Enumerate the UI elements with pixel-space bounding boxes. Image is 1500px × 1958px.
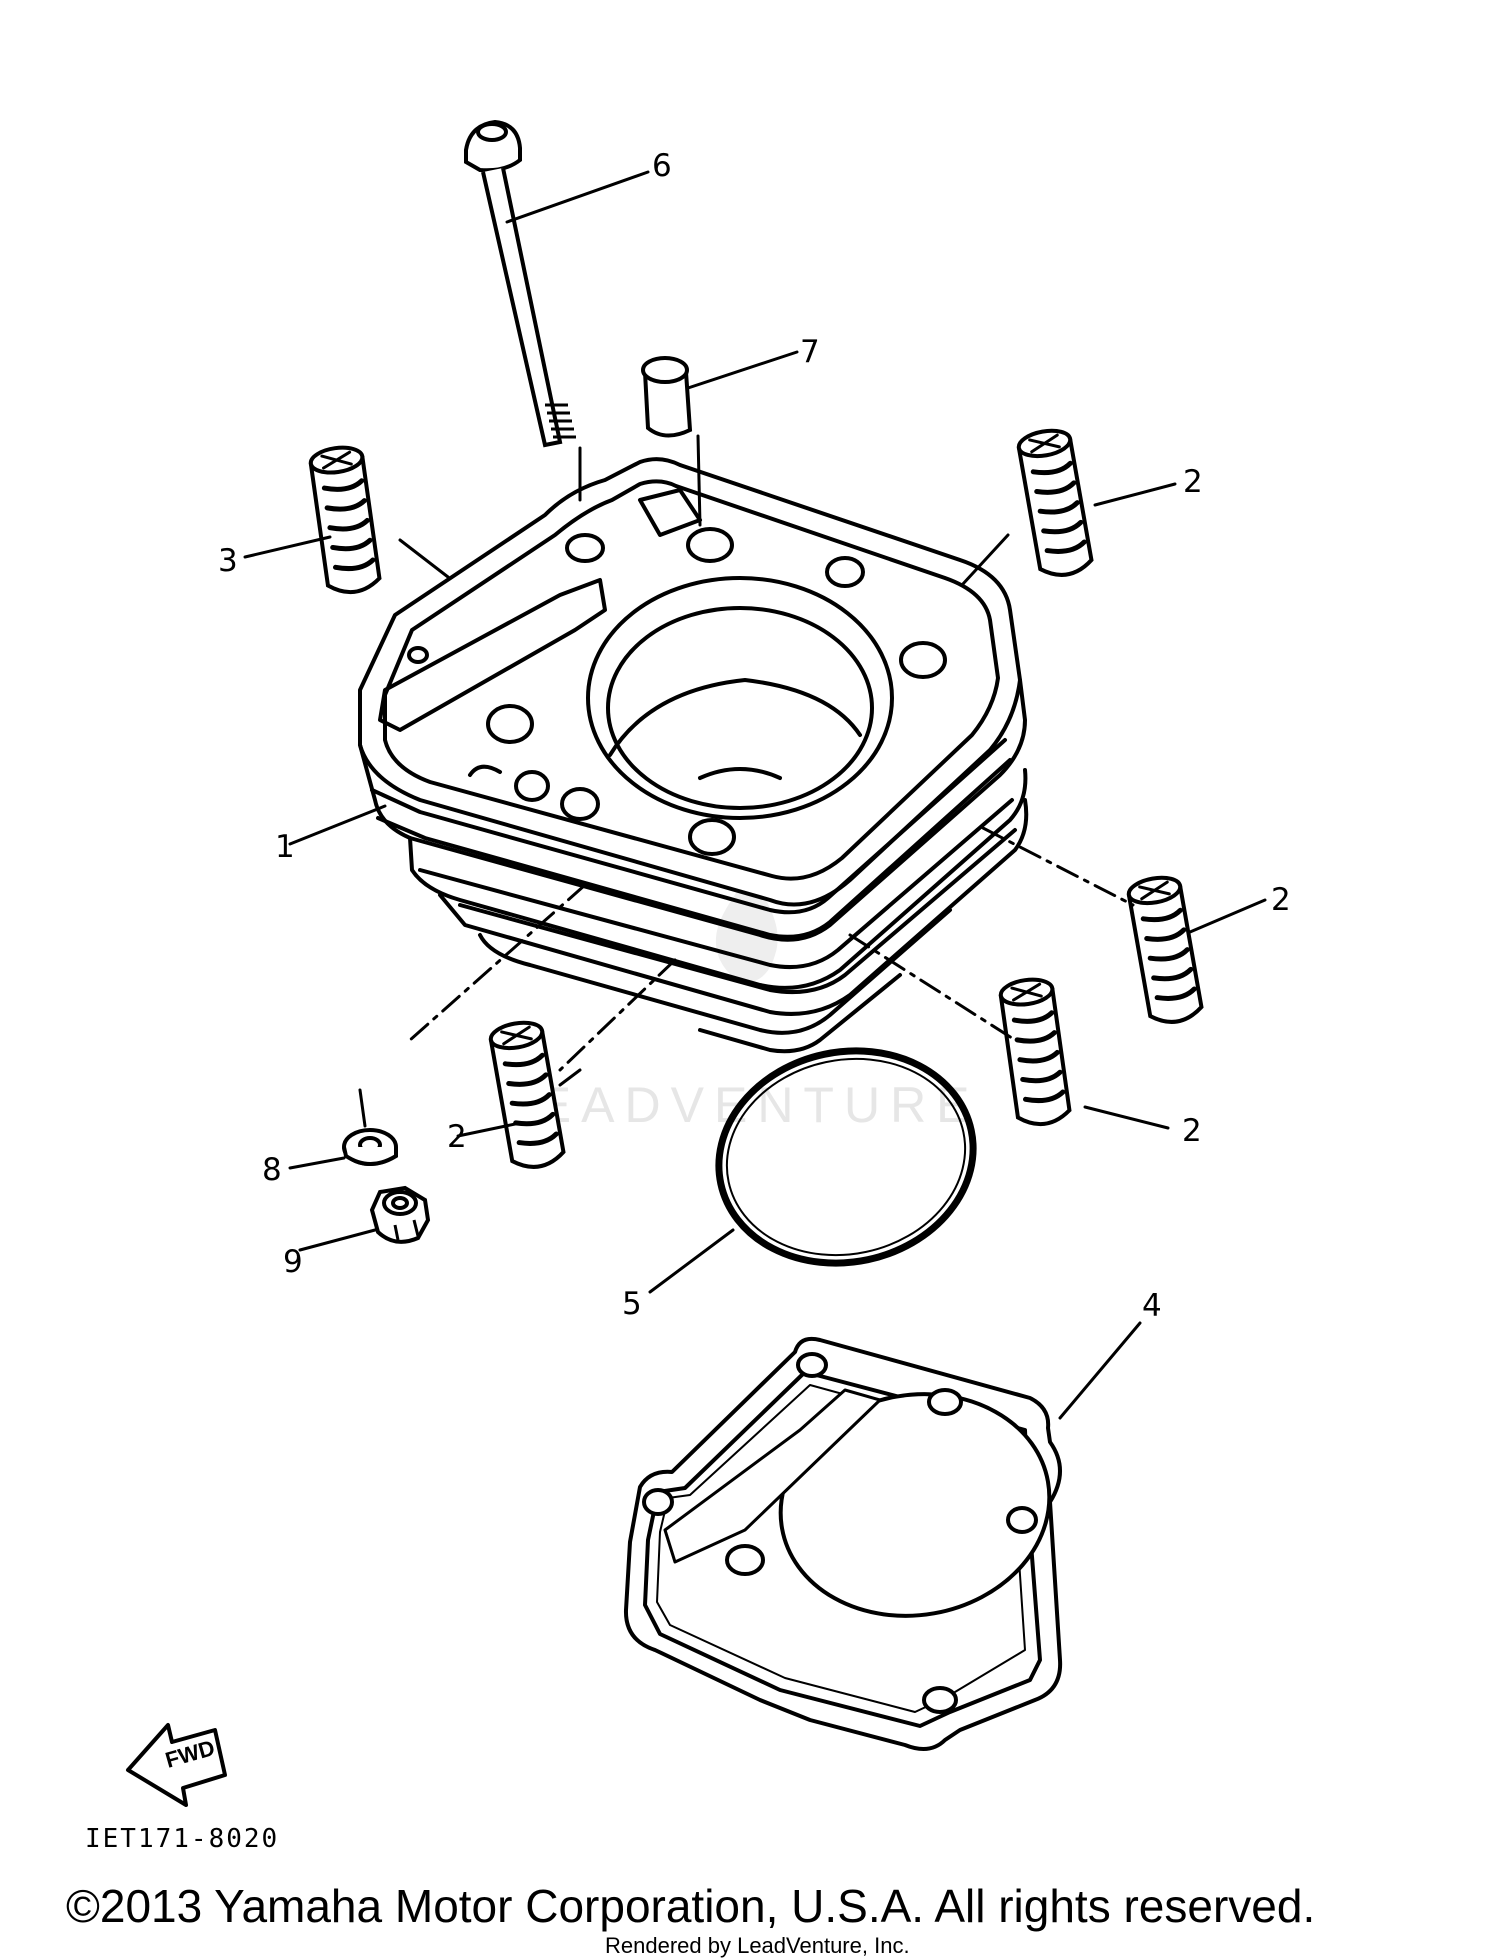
callout-1: 1	[275, 829, 295, 865]
stud-bolt-2-right	[1126, 875, 1204, 1024]
callout-5: 5	[622, 1286, 642, 1322]
callout-2-bottom-left: 2	[447, 1119, 467, 1155]
callout-3: 3	[218, 543, 238, 579]
cylinder	[358, 457, 1029, 1054]
nut	[369, 1185, 431, 1244]
washer	[342, 1128, 398, 1166]
callout-numbers: 6 7 3 2 1 2 2 2 8 9 5 4	[218, 148, 1291, 1324]
rendered-by-notice: Rendered by LeadVenture, Inc.	[605, 1933, 910, 1958]
fwd-arrow: FWD	[126, 1723, 227, 1807]
cylinder-bolt	[464, 119, 576, 448]
callout-6: 6	[652, 148, 672, 184]
callout-8: 8	[262, 1152, 282, 1188]
stud-bolt-3	[308, 445, 382, 595]
leader-lines	[243, 170, 1267, 1420]
stud-bolt-2-bottom-left	[488, 1020, 566, 1169]
callout-7: 7	[800, 334, 820, 370]
dowel-pin	[641, 356, 693, 438]
callout-2-right: 2	[1271, 882, 1291, 918]
copyright-notice: ©2013 Yamaha Motor Corporation, U.S.A. A…	[66, 1880, 1315, 1932]
callout-9: 9	[283, 1244, 303, 1280]
diagram-code: IET171-8020	[85, 1824, 279, 1854]
cylinder-gasket	[623, 1336, 1063, 1751]
o-ring	[715, 1047, 977, 1267]
callout-2-bottom-right: 2	[1182, 1113, 1202, 1149]
callout-2-top-right: 2	[1183, 464, 1203, 500]
stud-bolt-2-bottom-right	[998, 977, 1072, 1127]
watermark-text: LEADVENTURE	[500, 1077, 980, 1133]
stud-bolt-2-top-right	[1016, 428, 1094, 577]
callout-4: 4	[1142, 1288, 1162, 1324]
